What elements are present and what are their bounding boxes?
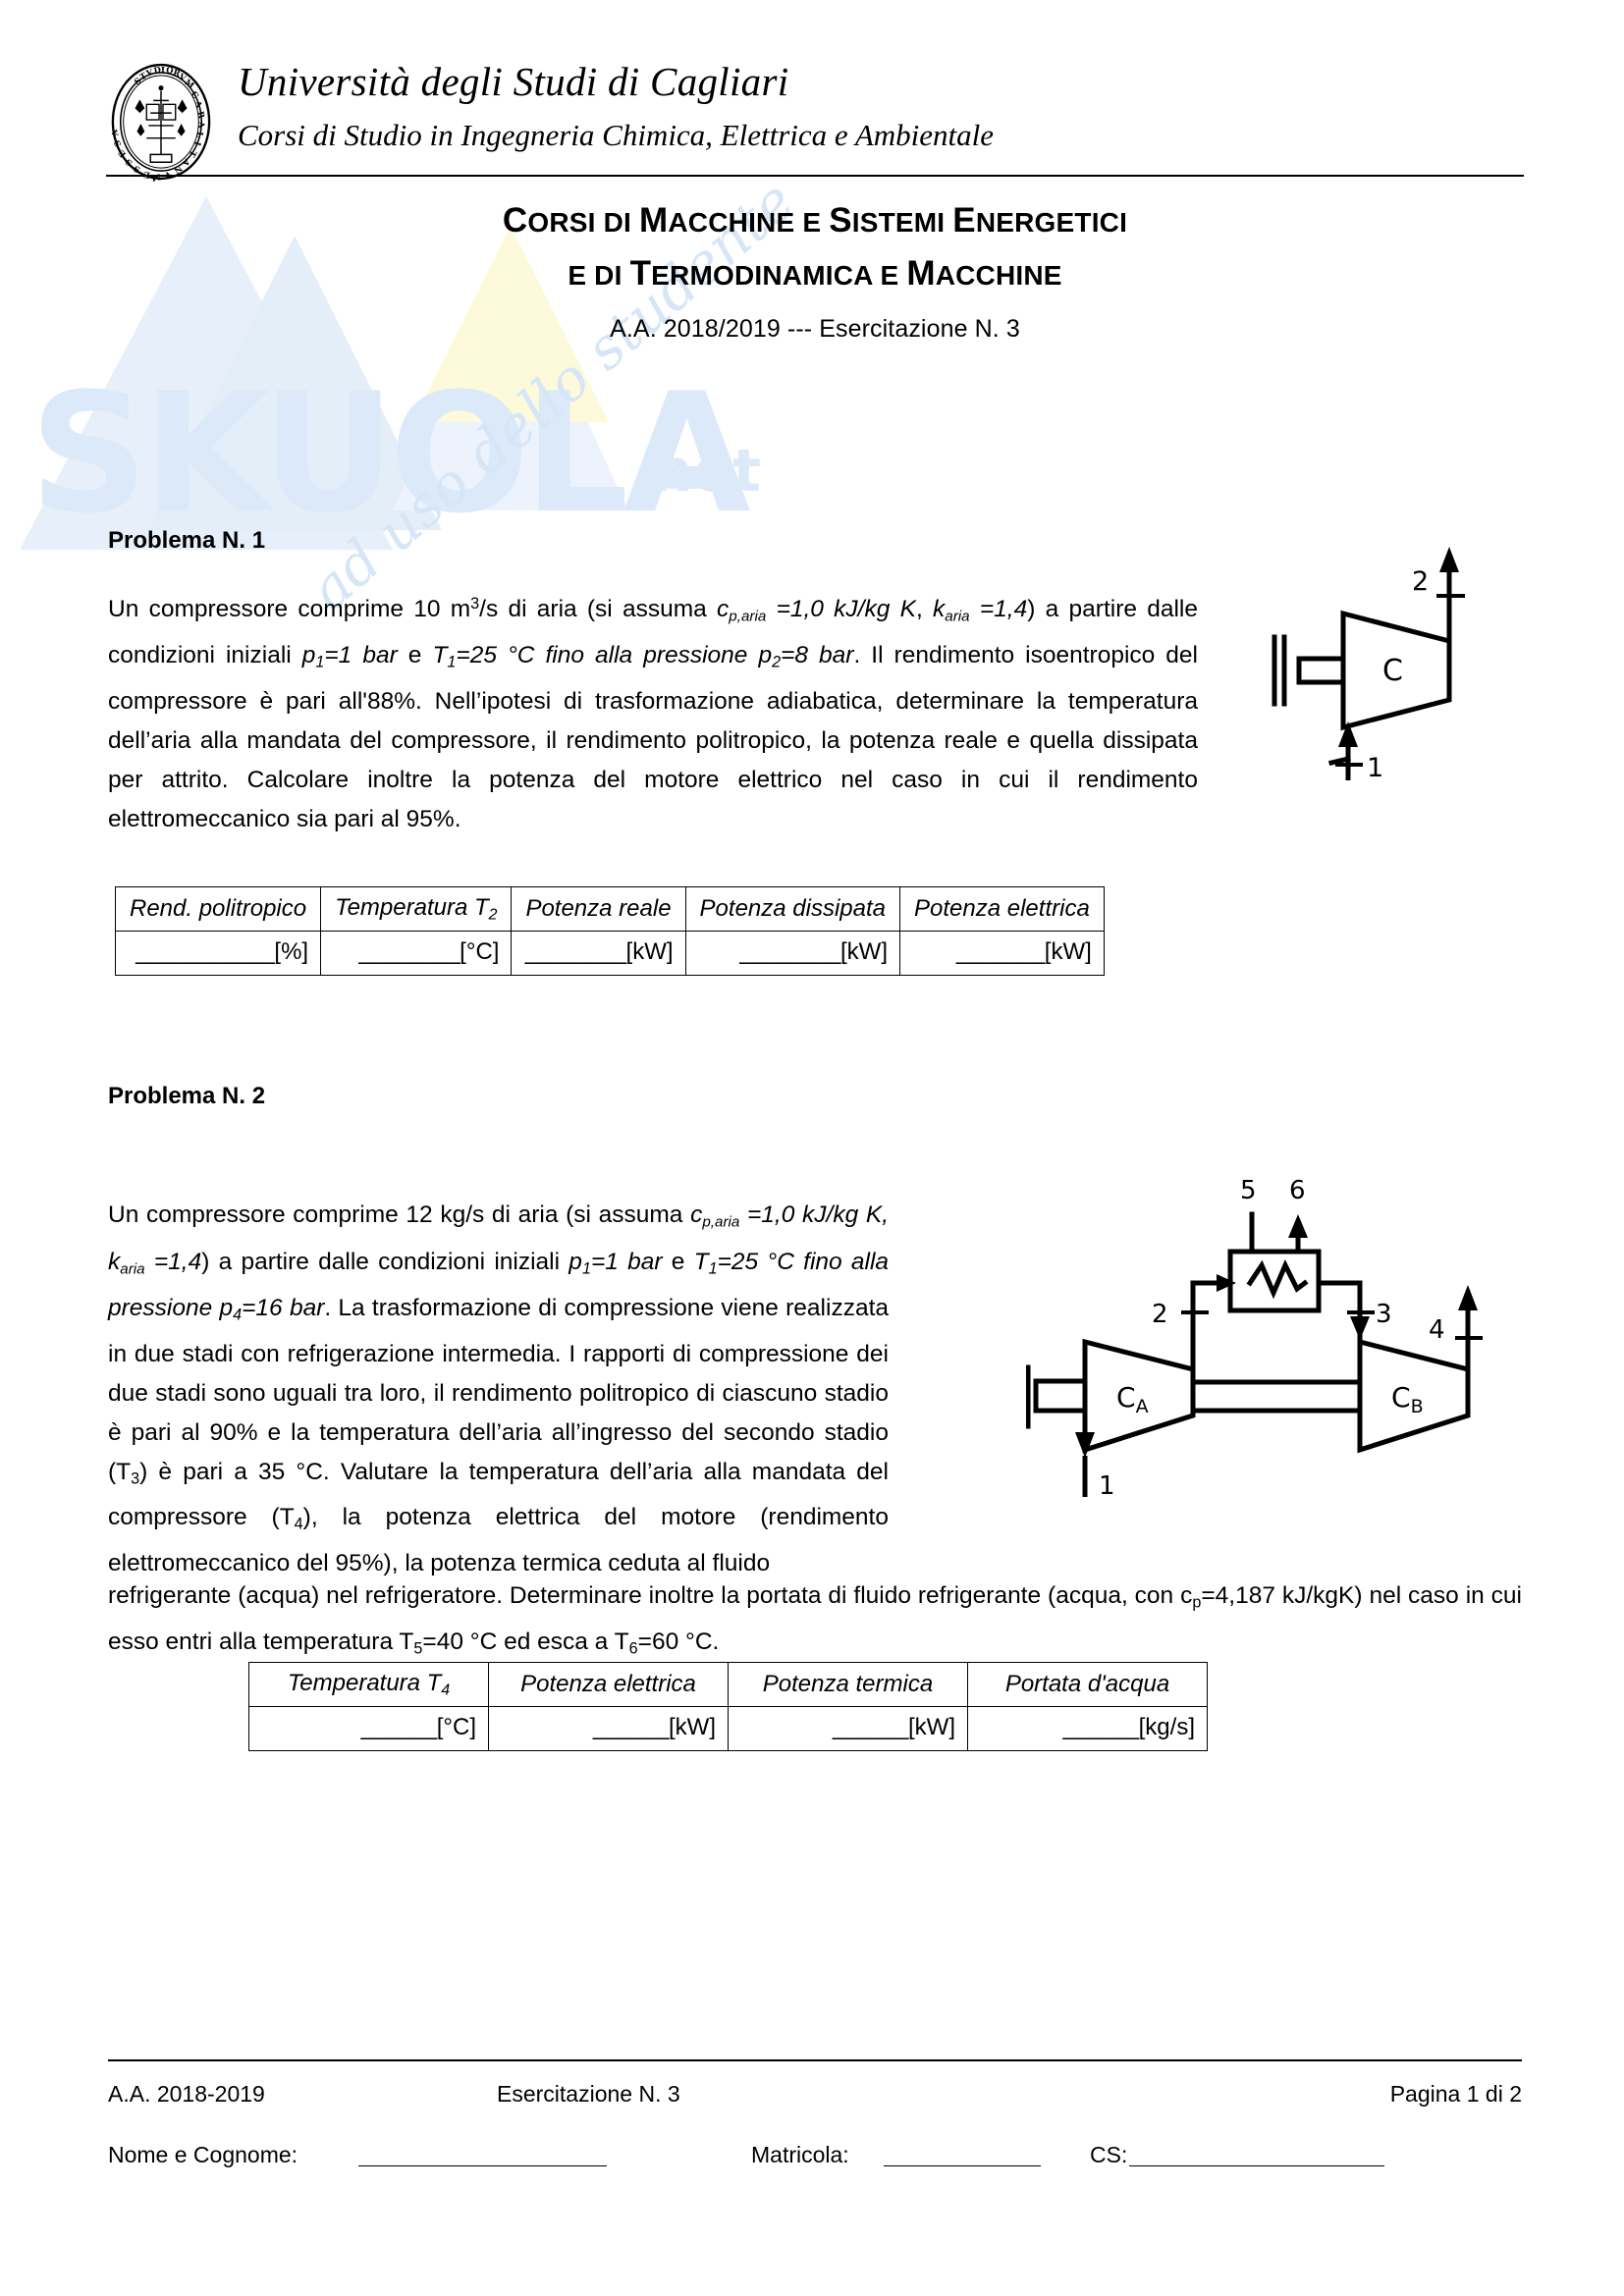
- svg-text:V: V: [177, 71, 189, 83]
- svg-text:R: R: [195, 110, 207, 120]
- svg-text:S: S: [124, 157, 135, 169]
- svg-text:S: S: [133, 76, 143, 87]
- td-potenza-elettrica[interactable]: ______[kW]: [488, 1706, 729, 1752]
- td-rend-politropico[interactable]: ___________[%]: [114, 931, 322, 977]
- svg-text:M: M: [150, 172, 161, 182]
- problem-1-text: Un compressore comprime 10 m3/s di aria …: [108, 595, 1199, 832]
- svg-text:A: A: [192, 98, 204, 109]
- svg-text:D: D: [153, 65, 162, 76]
- th-rend-politropico: Rend. politropico: [114, 885, 322, 933]
- name-label: Nome e Cognome:: [108, 2142, 298, 2167]
- footer-divider: [108, 2059, 1522, 2061]
- th-temperatura-t2: Temperatura T2: [320, 885, 513, 933]
- diagram2-label-2: 2: [1152, 1300, 1168, 1329]
- td-temperatura-t4[interactable]: ______[°C]: [248, 1706, 489, 1752]
- diagram2-label-6: 6: [1289, 1176, 1306, 1205]
- cs-field[interactable]: [1129, 2142, 1384, 2170]
- table-header-row: Rend. politropico Temperatura T2 Potenza…: [114, 885, 1105, 933]
- problem-2-text-col: Un compressore comprime 12 kg/s di aria …: [108, 1201, 890, 1576]
- problem-2-heading: Problema N. 2: [108, 1083, 266, 1109]
- td-potenza-termica[interactable]: ______[kW]: [728, 1706, 968, 1752]
- matricola-label: Matricola:: [751, 2142, 849, 2167]
- svg-text:V: V: [144, 67, 155, 79]
- svg-text:I: I: [161, 65, 165, 75]
- problem-1-answer-table: Rend. politropico Temperatura T2 Potenza…: [114, 885, 1105, 977]
- diagram2-label-5: 5: [1240, 1176, 1257, 1205]
- course-title-line2: E DI TERMODINAMICA E MACCHINE: [568, 254, 1062, 294]
- th-temperatura-t4: Temperatura T4: [248, 1661, 489, 1708]
- diagram2-label-4: 4: [1429, 1315, 1445, 1345]
- svg-text:R: R: [172, 67, 183, 79]
- th-portata-acqua: Portata d'acqua: [967, 1661, 1208, 1708]
- svg-text:S: S: [112, 138, 124, 148]
- diagram2-label-1: 1: [1099, 1471, 1115, 1497]
- td-potenza-reale[interactable]: ________[kW]: [511, 931, 686, 977]
- footer-line-2: Nome e Cognome: Matricola: CS:: [108, 2142, 1522, 2181]
- diagram2-label-machine-b: CB: [1391, 1381, 1424, 1417]
- td-potenza-elettrica[interactable]: _______[kW]: [899, 931, 1105, 977]
- svg-text:O: O: [166, 65, 175, 76]
- diagram2-label-machine-a: CA: [1116, 1381, 1149, 1417]
- university-name: Università degli Studi di Cagliari: [238, 59, 789, 104]
- problem-1-heading: Problema N. 1: [108, 527, 266, 554]
- diagram1-label-1: 1: [1367, 753, 1383, 780]
- university-crest-icon: S T V D I O R V M C A R A L I T A N V M: [109, 63, 211, 182]
- diagram2-label-3: 3: [1376, 1300, 1392, 1329]
- matricola-field[interactable]: [884, 2142, 1041, 2170]
- diagram1-label-machine: C: [1382, 654, 1403, 688]
- svg-text:A: A: [196, 120, 207, 129]
- diagram-two-stage-compressor: 1 2 3 4 5 6 CA CB: [1026, 1176, 1483, 1497]
- th-potenza-termica: Potenza termica: [728, 1661, 968, 1708]
- name-field[interactable]: [358, 2142, 607, 2170]
- svg-text:A: A: [109, 128, 121, 138]
- footer-line-1: A.A. 2018-2019 Esercitazione N. 3 Pagina…: [108, 2081, 1522, 2114]
- table-value-row: ______[°C] ______[kW] ______[kW] ______[…: [248, 1706, 1208, 1752]
- page-header: S T V D I O R V M C A R A L I T A N V M: [108, 54, 1522, 182]
- problem-2-text-full: refrigerante (acqua) nel refrigeratore. …: [108, 1582, 1523, 1658]
- table-value-row: ___________[%] ________[°C] ________[kW]…: [114, 931, 1105, 977]
- exercise-subtitle: A.A. 2018/2019 --- Esercitazione N. 3: [610, 314, 1020, 343]
- td-temperatura-t2[interactable]: ________[°C]: [320, 931, 513, 977]
- svg-text:C: C: [189, 89, 201, 100]
- th-potenza-reale: Potenza reale: [511, 885, 686, 933]
- cs-label: CS:: [1090, 2142, 1128, 2167]
- course-title-line1: CORSI DI MACCHINE E SISTEMI ENERGETICI: [502, 201, 1128, 240]
- svg-text:S: S: [133, 164, 142, 176]
- svg-text:L: L: [195, 132, 206, 138]
- th-potenza-dissipata: Potenza dissipata: [684, 885, 901, 933]
- title-block: CORSI DI MACCHINE E SISTEMI ENERGETICI E…: [108, 194, 1522, 344]
- td-potenza-dissipata[interactable]: ________[kW]: [684, 931, 901, 977]
- svg-text:E: E: [116, 148, 128, 159]
- header-divider: [106, 175, 1524, 177]
- footer-exercise: Esercitazione N. 3: [497, 2081, 680, 2107]
- svg-text:T: T: [187, 149, 198, 160]
- faculty-name: Corsi di Studio in Ingegneria Chimica, E…: [238, 118, 995, 153]
- svg-text:.net: .net: [628, 437, 761, 506]
- diagram-single-compressor: 1 2 C: [1272, 547, 1465, 780]
- th-potenza-elettrica: Potenza elettrica: [899, 885, 1105, 933]
- svg-text:T: T: [137, 70, 148, 81]
- th-potenza-elettrica: Potenza elettrica: [488, 1661, 729, 1708]
- footer-page-number: Pagina 1 di 2: [1389, 2081, 1522, 2107]
- problem-2-answer-table: Temperatura T4 Potenza elettrica Potenza…: [248, 1661, 1208, 1752]
- td-portata-acqua[interactable]: ______[kg/s]: [967, 1706, 1208, 1752]
- svg-text:I: I: [192, 140, 203, 147]
- table-header-row: Temperatura T4 Potenza elettrica Potenza…: [248, 1661, 1208, 1708]
- diagram1-label-2: 2: [1412, 566, 1429, 597]
- footer-academic-year: A.A. 2018-2019: [108, 2081, 265, 2107]
- svg-text:SKUOLA: SKUOLA: [29, 357, 751, 550]
